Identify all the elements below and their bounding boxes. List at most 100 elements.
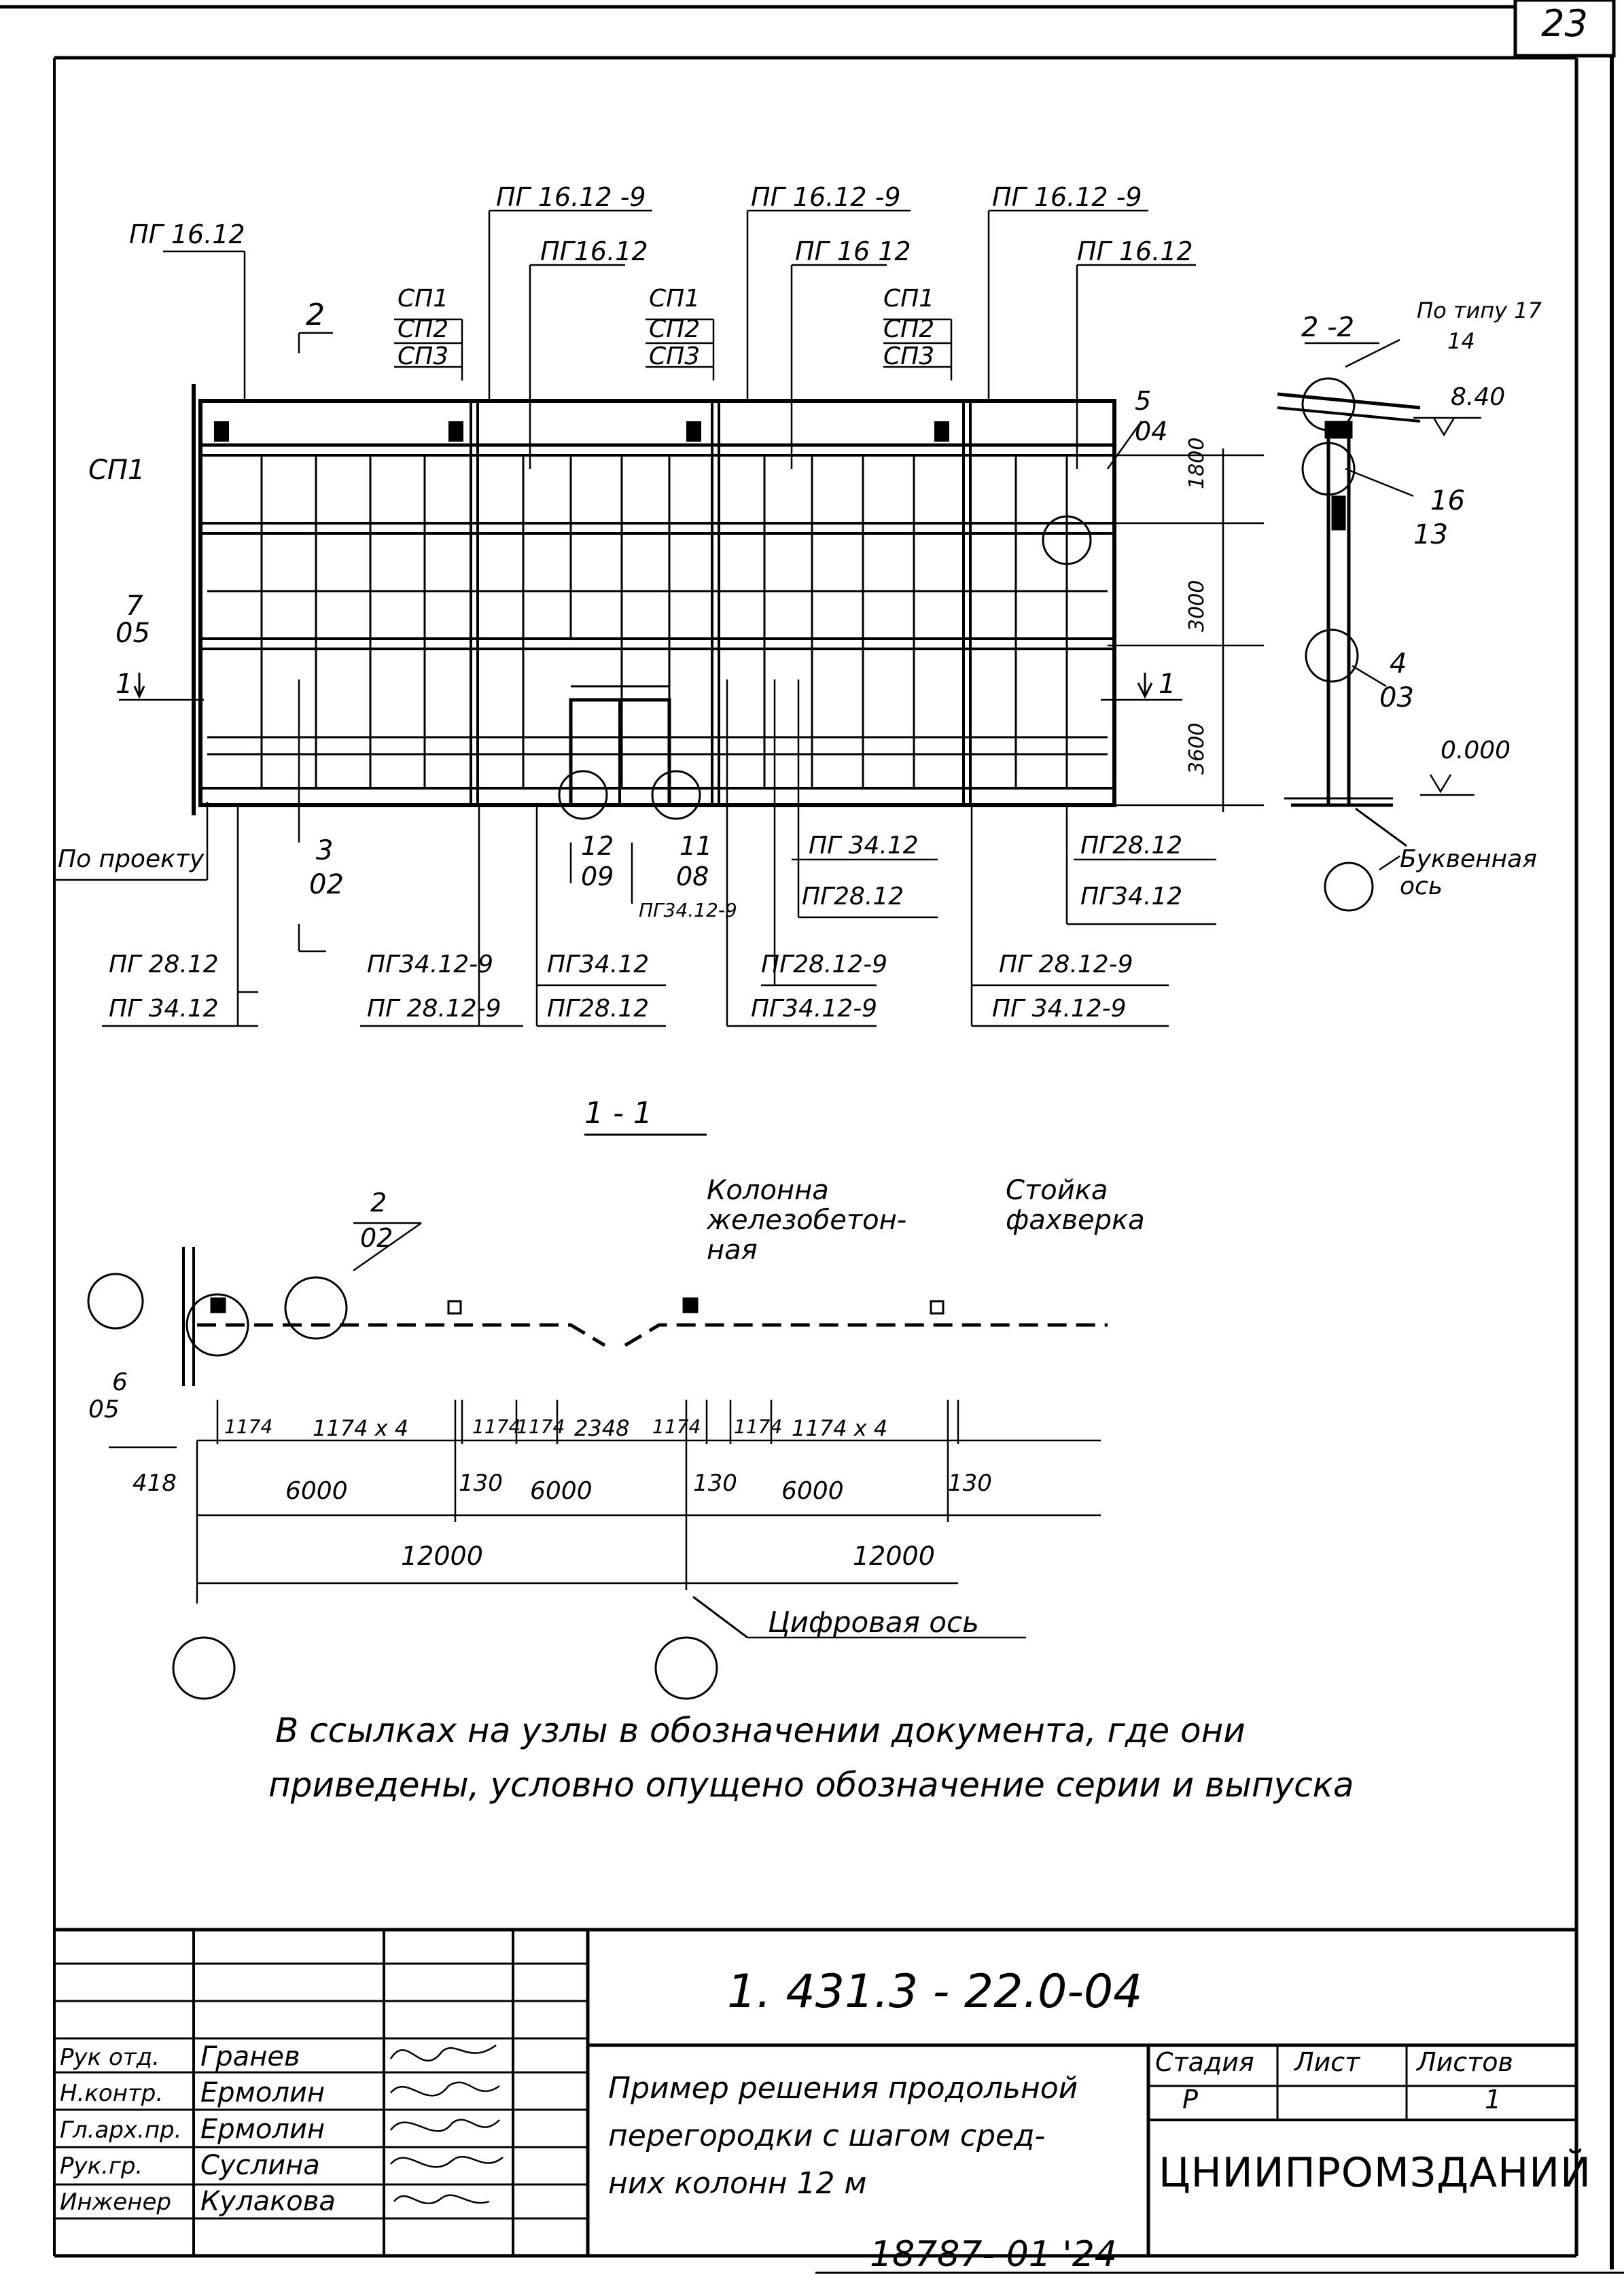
node-2-top: 2 xyxy=(370,1188,387,1218)
name-4: Суслина xyxy=(200,2150,320,2181)
signatures xyxy=(389,2044,504,2204)
section-mark-top: 2 xyxy=(306,298,325,332)
node-ref-3-top: 3 xyxy=(316,835,334,866)
post-label: Стойка фахверка xyxy=(1006,1175,1145,1236)
mark-b-9: ПГ28.12 xyxy=(802,883,904,910)
sheet-header: Лист xyxy=(1294,2047,1360,2077)
left-section-1: 1 xyxy=(116,669,133,700)
mark-b-2: ПГ 34.12 xyxy=(109,995,219,1023)
stage-header: Стадия xyxy=(1155,2047,1254,2077)
name-1: Гранев xyxy=(200,2041,300,2072)
dim-mid-6000-2: 6000 xyxy=(530,1477,593,1505)
node-4-bot: 03 xyxy=(1379,682,1414,713)
dim-top-6: 1174 xyxy=(652,1415,701,1438)
dim-top-1: 1174 xyxy=(224,1415,273,1438)
doc-code: 1. 431.3 - 22.0-04 xyxy=(727,1965,1143,2019)
dim-3000: 3000 xyxy=(1185,580,1209,632)
cp-group-3-a: СП1 xyxy=(883,285,935,313)
mark-b-7: ПГ34.12-9 xyxy=(639,899,737,921)
dim-1800: 1800 xyxy=(1185,437,1209,489)
name-5: Кулакова xyxy=(200,2186,336,2217)
sheets-value: 1 xyxy=(1485,2085,1502,2114)
name-2: Ермолин xyxy=(200,2077,325,2108)
dim-mid-130-3: 130 xyxy=(948,1470,992,1497)
dim-top-2: 1174 x 4 xyxy=(313,1415,409,1441)
left-ref-top: 6 xyxy=(112,1368,128,1396)
mark-b-15: ПГ34.12 xyxy=(1080,883,1183,910)
mark-pg-top-6: ПГ 16.12 xyxy=(1077,236,1193,266)
mark-pg-top-3: ПГ 16.12 -9 xyxy=(751,182,901,212)
note-line-1: В ссылках на узлы в обозначении документ… xyxy=(275,1711,1246,1750)
node-ref-12-top: 12 xyxy=(581,831,614,861)
left-ref-bot: 05 xyxy=(88,1396,120,1423)
node-16-top: 16 xyxy=(1430,485,1465,516)
right-section-1: 1 xyxy=(1159,669,1176,700)
type-ref-top: По типу 17 xyxy=(1417,298,1542,323)
cp-group-2-c: СП3 xyxy=(649,342,701,370)
node-ref-11-bot: 08 xyxy=(676,862,709,891)
dim-mid-418: 418 xyxy=(133,1470,177,1497)
left-cp1-label: СП1 xyxy=(88,455,145,486)
cp-group-2-a: СП1 xyxy=(649,285,701,313)
mark-b-4: ПГ 28.12-9 xyxy=(367,995,501,1023)
dim-span-1: 12000 xyxy=(401,1541,483,1571)
dim-mid-6000-3: 6000 xyxy=(781,1477,844,1505)
level-bot: 0.000 xyxy=(1441,737,1511,764)
dim-top-7: 1174 xyxy=(734,1415,783,1438)
mark-b-8: ПГ 34.12 xyxy=(809,832,919,860)
mark-b-10: ПГ28.12-9 xyxy=(761,951,888,978)
role-1: Рук отд. xyxy=(60,2044,160,2071)
digit-axis-label: Цифровая ось xyxy=(768,1606,979,1639)
letter-axis-label: Буквенная ось xyxy=(1400,845,1537,900)
sheet-title-1: Пример решения продольной xyxy=(608,2071,1078,2106)
organization: ЦНИИПРОМЗДАНИЙ xyxy=(1159,2149,1592,2197)
mark-pg-top-5: ПГ 16.12 -9 xyxy=(992,182,1142,212)
node-ref-12-bot: 09 xyxy=(581,862,614,891)
level-top: 8.40 xyxy=(1451,383,1506,411)
mark-b-3: ПГ34.12-9 xyxy=(367,951,494,978)
role-4: Рук.гр. xyxy=(60,2153,143,2180)
mark-b-6: ПГ28.12 xyxy=(547,995,650,1023)
stage-value: Р xyxy=(1182,2085,1198,2114)
mark-po-proektu: По проекту xyxy=(58,845,205,873)
elevation-view xyxy=(54,209,1264,1027)
dim-3600: 3600 xyxy=(1185,722,1209,775)
left-node-top: 7 xyxy=(126,590,143,622)
sheets-header: Листов xyxy=(1417,2047,1513,2077)
note-line-2: приведены, условно опущено обозначение с… xyxy=(268,1765,1354,1805)
dim-top-5: 2348 xyxy=(574,1415,630,1441)
dim-mid-130-2: 130 xyxy=(693,1470,737,1497)
cp-group-2-b: СП2 xyxy=(649,315,701,343)
cp-group-3-c: СП3 xyxy=(883,342,935,370)
node-4-top: 4 xyxy=(1390,648,1407,679)
cp-group-1-b: СП2 xyxy=(398,315,449,343)
sheet-title-3: них колонн 12 м xyxy=(608,2166,867,2201)
dim-top-3: 1174 xyxy=(472,1415,521,1438)
role-3: Гл.арх.пр. xyxy=(60,2117,182,2144)
section-1-1 xyxy=(87,1133,1108,1700)
name-3: Ермолин xyxy=(200,2114,325,2145)
mark-b-1: ПГ 28.12 xyxy=(109,951,219,978)
node-2-bot: 02 xyxy=(360,1223,393,1253)
mark-b-14: ПГ28.12 xyxy=(1080,832,1183,860)
mark-pg-left-top: ПГ 16.12 xyxy=(129,219,245,249)
cp-group-3-b: СП2 xyxy=(883,315,935,343)
rc-column-label: Колонна железобетон-ная xyxy=(707,1175,907,1266)
mark-pg-top-2: ПГ16.12 xyxy=(540,236,648,266)
mark-pg-top-1: ПГ 16.12 -9 xyxy=(496,182,646,212)
dim-mid-130-1: 130 xyxy=(459,1470,503,1497)
type-ref-bot: 14 xyxy=(1447,328,1475,354)
bottom-number: 18787- 01 '24 xyxy=(870,2234,1117,2275)
section-2-2-title: 2 -2 xyxy=(1301,312,1355,343)
node-16-bot: 13 xyxy=(1413,519,1448,550)
dim-span-2: 12000 xyxy=(853,1541,935,1571)
title-block xyxy=(54,1928,1576,2256)
mark-b-12: ПГ 28.12-9 xyxy=(999,951,1133,978)
mark-b-5: ПГ34.12 xyxy=(547,951,650,978)
cp-group-1-a: СП1 xyxy=(398,285,449,313)
sheet-title-2: перегородки с шагом сред- xyxy=(608,2119,1046,2153)
node-ref-11-top: 11 xyxy=(679,831,713,861)
